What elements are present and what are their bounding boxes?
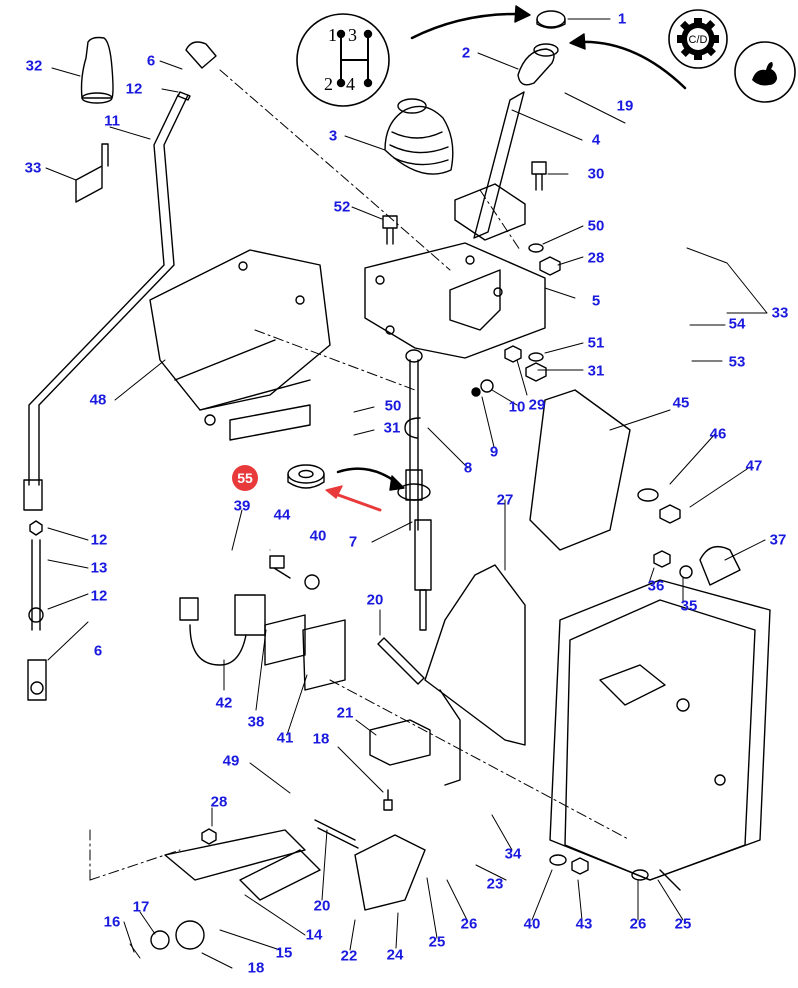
callout-3: 3 — [328, 127, 338, 145]
callout-47: 47 — [745, 457, 763, 475]
shift-pos-4: 4 — [346, 74, 355, 94]
callout-40-bottom: 40 — [523, 915, 541, 933]
callout-20-bottom: 20 — [313, 897, 331, 915]
callout-22: 22 — [340, 947, 358, 965]
shift-pos-3: 3 — [348, 25, 357, 45]
shift-pattern-symbol: 1 3 2 4 — [296, 13, 390, 107]
callout-2: 2 — [461, 44, 471, 62]
callout-21: 21 — [336, 704, 354, 722]
callout-38: 38 — [247, 713, 265, 731]
callout-52: 52 — [333, 198, 351, 216]
callout-23: 23 — [486, 875, 504, 893]
callout-25-left: 25 — [428, 933, 446, 951]
callout-28-top: 28 — [587, 249, 605, 267]
callout-44: 44 — [273, 506, 291, 524]
callout-26-right: 26 — [629, 915, 647, 933]
callout-48: 48 — [89, 391, 107, 409]
callout-51: 51 — [587, 334, 605, 352]
callout-16: 16 — [103, 913, 121, 931]
callout-36: 36 — [647, 577, 665, 595]
callout-50-left: 50 — [384, 397, 402, 415]
shift-pos-2: 2 — [324, 74, 333, 94]
callout-31-left: 31 — [383, 419, 401, 437]
callout-12-mid: 12 — [90, 531, 108, 549]
callout-25-right: 25 — [674, 915, 692, 933]
callout-45: 45 — [672, 394, 690, 412]
callout-32: 32 — [25, 57, 43, 75]
callout-7: 7 — [348, 533, 358, 551]
callout-30: 30 — [587, 165, 605, 183]
callout-6-bottom: 6 — [93, 642, 103, 660]
callout-12-top: 12 — [125, 80, 143, 98]
callout-8: 8 — [463, 459, 473, 477]
callout-43: 43 — [575, 915, 593, 933]
callout-49: 49 — [222, 752, 240, 770]
rabbit-icon — [734, 41, 796, 103]
creep-drive-icon: C/D — [668, 9, 728, 69]
creep-drive-label: C/D — [689, 34, 708, 46]
callout-54: 54 — [728, 315, 746, 333]
callout-9: 9 — [489, 443, 499, 461]
callout-33-left: 33 — [24, 159, 42, 177]
callout-37: 37 — [769, 531, 787, 549]
callout-41: 41 — [276, 729, 294, 747]
callout-4: 4 — [591, 131, 601, 149]
callout-10: 10 — [508, 398, 526, 416]
callout-24: 24 — [386, 946, 404, 964]
callout-31-right: 31 — [587, 362, 605, 380]
callout-18-mid: 18 — [312, 730, 330, 748]
callout-35: 35 — [680, 597, 698, 615]
callout-17: 17 — [132, 898, 150, 916]
callout-13: 13 — [90, 559, 108, 577]
callout-39: 39 — [233, 497, 251, 515]
callout-1: 1 — [617, 10, 627, 28]
callout-29: 29 — [528, 396, 546, 414]
callout-15: 15 — [275, 944, 293, 962]
callout-34: 34 — [504, 845, 522, 863]
callout-55-highlighted: 55 — [232, 465, 258, 491]
callout-46: 46 — [709, 425, 727, 443]
callout-6-top: 6 — [146, 52, 156, 70]
callout-50-top: 50 — [587, 217, 605, 235]
shift-pos-1: 1 — [328, 25, 337, 45]
callout-11: 11 — [104, 112, 120, 130]
callout-14: 14 — [305, 926, 323, 944]
callout-53: 53 — [728, 353, 746, 371]
callout-40-mid: 40 — [309, 527, 327, 545]
callout-28-bottom: 28 — [210, 793, 228, 811]
callout-18-bottom: 18 — [247, 959, 265, 977]
callout-19: 19 — [616, 97, 634, 115]
callout-12-low: 12 — [90, 587, 108, 605]
callout-20-mid: 20 — [366, 591, 384, 609]
callout-33-right: 33 — [771, 304, 789, 322]
callout-27: 27 — [496, 491, 514, 509]
callout-26-left: 26 — [460, 915, 478, 933]
callout-5: 5 — [591, 292, 601, 310]
callout-42: 42 — [215, 694, 233, 712]
